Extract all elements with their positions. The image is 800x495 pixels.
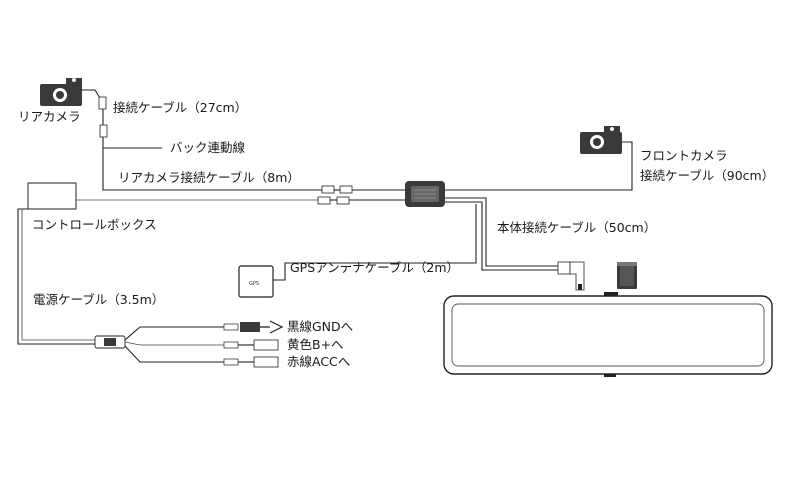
main-unit-cable-50cm-inner	[445, 201, 560, 271]
gps-module-text: GPS	[249, 281, 259, 287]
front-camera-label: フロントカメラ	[640, 148, 728, 163]
acc-wire	[124, 345, 225, 363]
control-box-label: コントロールボックス	[32, 217, 157, 232]
rear-camera-cable-8m	[102, 148, 322, 191]
rear-connector-a	[98, 96, 107, 110]
b-plus-wire	[124, 341, 225, 346]
acc-terminal	[223, 356, 279, 368]
gps-module: GPS	[238, 265, 274, 298]
gnd-wire	[124, 326, 225, 341]
b-plus-terminal	[223, 339, 279, 351]
gps-antenna-cable	[273, 204, 477, 281]
mirror-main-unit	[443, 292, 773, 377]
cable-junction-hub	[405, 181, 445, 207]
black-wire-gnd-label: 黒線GNDへ	[287, 319, 353, 334]
power-cable-label: 電源ケーブル（3.5m）	[33, 292, 164, 307]
yellow-wire-b-label: 黄色B+へ	[287, 337, 344, 352]
red-wire-acc-label: 赤線ACCへ	[287, 354, 350, 369]
hub-inline-connectors	[317, 196, 405, 205]
gnd-terminal	[223, 320, 284, 334]
control-box	[27, 182, 77, 210]
connection-cable-27-label: 接続ケーブル（27cm）	[113, 100, 247, 115]
rear-camera-label: リアカメラ	[18, 109, 81, 124]
rear-camera-cable-label: リアカメラ接続ケーブル（8m）	[118, 170, 300, 185]
main-unit-cable-50cm	[445, 197, 560, 267]
front-camera-cable-90cm	[445, 141, 633, 191]
power-fuse-connector	[94, 335, 126, 349]
rear-connector-b	[99, 124, 108, 138]
connection-cable-90-label: 接続ケーブル（90cm）	[640, 168, 774, 183]
main-unit-plug	[557, 261, 585, 291]
front-camera	[580, 126, 622, 154]
microsd-card-icon	[617, 262, 637, 289]
power-cable-3-5m	[17, 208, 95, 345]
reverse-signal-label: バック連動線	[170, 140, 246, 155]
power-cable-inner	[21, 209, 95, 341]
gps-antenna-cable-label: GPSアンテナケーブル（2m）	[290, 260, 459, 275]
rear-camera	[40, 78, 82, 106]
rear-cable-inline-connectors	[321, 185, 405, 194]
reverse-signal-wire	[102, 137, 162, 149]
main-unit-cable-label: 本体接続ケーブル（50cm）	[497, 220, 656, 235]
